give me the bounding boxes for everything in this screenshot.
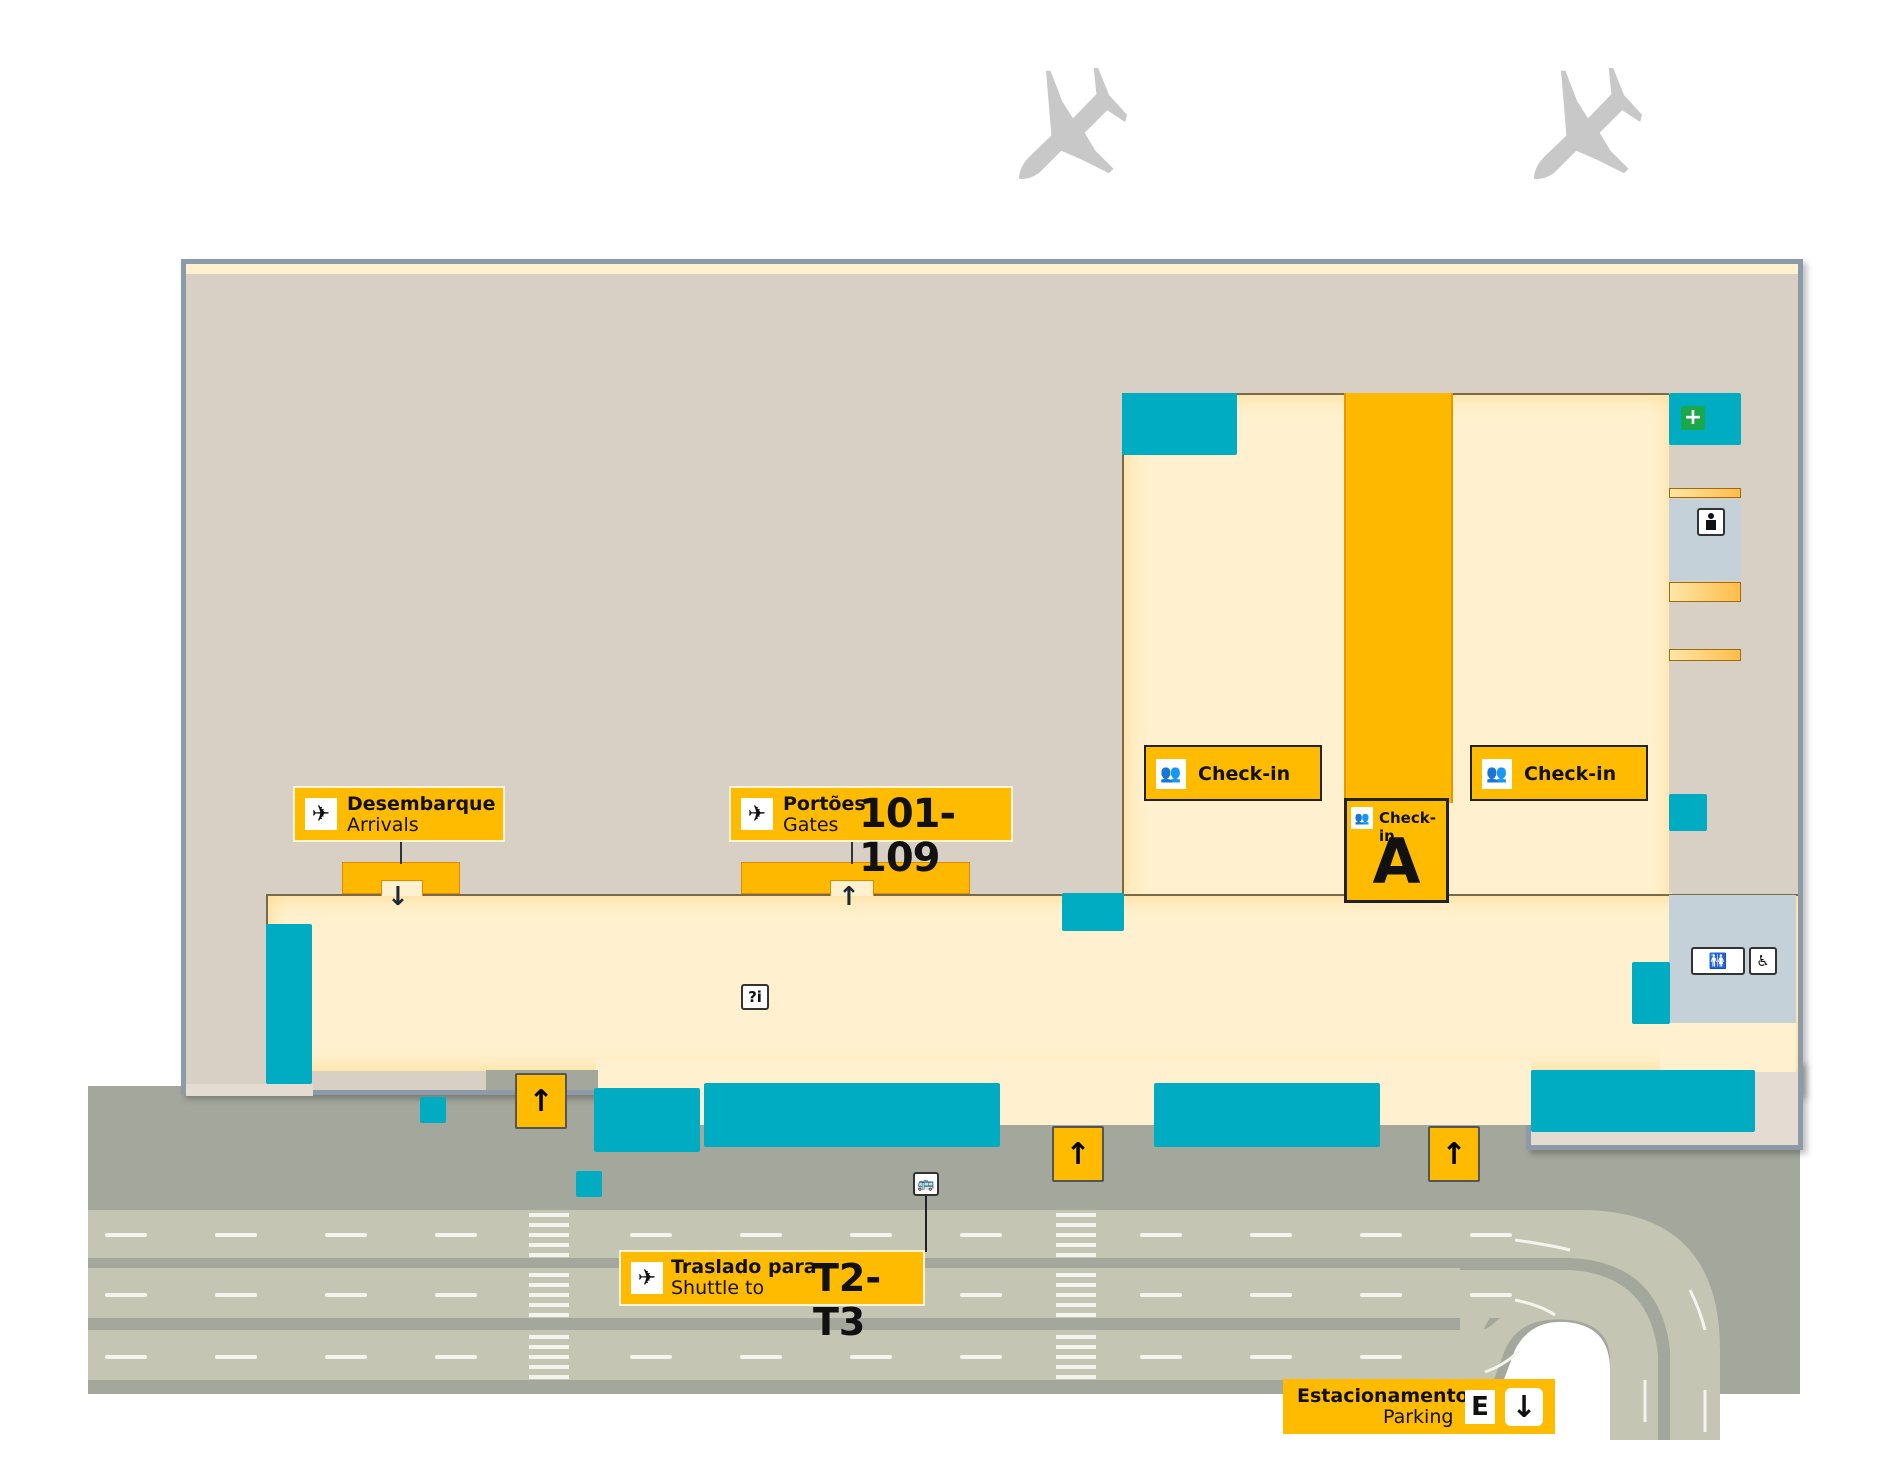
arrivals-label-en: Arrivals — [347, 814, 419, 836]
kiosk-small-1[interactable] — [420, 1097, 446, 1123]
check-in-icon: 👥 — [1482, 759, 1512, 789]
service-room-right[interactable] — [1669, 794, 1707, 831]
shuttle-sign[interactable]: ✈ Traslado para Shuttle to T2-T3 — [619, 1250, 925, 1344]
arrow-up-icon: ↑ — [528, 1083, 554, 1119]
check-in-area-label: Check-in — [1379, 809, 1436, 845]
main-concourse — [266, 894, 1798, 1071]
corridor-stub-2 — [1669, 582, 1741, 602]
restroom-icon: 🚻 — [1691, 947, 1745, 975]
airplane-icon: ✈ — [631, 1262, 663, 1294]
check-in-label: Check-in — [1524, 763, 1617, 785]
blank-area — [88, 1394, 1488, 1484]
first-aid-room[interactable]: + — [1669, 393, 1741, 445]
entrance-arrow-2[interactable]: ↑ — [1052, 1126, 1104, 1182]
entrance-arrow-1[interactable]: ↑ — [515, 1073, 567, 1129]
entrance-arrow-3[interactable]: ↑ — [1428, 1126, 1480, 1182]
bus-stop-icon[interactable]: 🚌 — [913, 1172, 939, 1196]
parking-sign[interactable]: Estacionamento Parking E ↓ — [1283, 1379, 1555, 1434]
check-in-sign-right[interactable]: 👥 Check-in — [1470, 745, 1648, 801]
service-room-top-left-wing[interactable] — [1122, 393, 1237, 455]
gates-label-en: Gates — [783, 814, 839, 836]
prayer-room[interactable] — [1669, 500, 1741, 580]
check-in-icon: 👥 — [1156, 759, 1186, 789]
arrivals-arrow-down-icon: ↓ — [387, 882, 409, 912]
check-in-island — [1344, 393, 1453, 803]
arrow-up-icon: ↑ — [1441, 1136, 1467, 1172]
shuttle-sign-pole — [925, 1196, 927, 1252]
departures-plane-icon: ✈ — [741, 798, 773, 830]
shop-4[interactable] — [1531, 1070, 1755, 1132]
shop-2[interactable] — [704, 1083, 1000, 1147]
gates-sign[interactable]: ✈ Portões Gates 101-109 — [729, 786, 1013, 880]
seated-person-icon — [1697, 508, 1725, 536]
gates-arrow-notch — [830, 880, 874, 896]
building-top-strip — [186, 264, 1798, 274]
service-room-left[interactable] — [266, 924, 312, 1084]
shuttle-destination: T2-T3 — [813, 1256, 882, 1344]
airplane-icon — [1019, 68, 1127, 180]
check-in-sign-left[interactable]: 👥 Check-in — [1144, 745, 1322, 801]
first-aid-icon: + — [1681, 406, 1705, 430]
shuttle-label-en: Shuttle to — [671, 1277, 765, 1299]
airplane-icon — [1534, 68, 1642, 180]
arrow-up-icon: ↑ — [1065, 1136, 1091, 1172]
check-in-area-a-sign[interactable]: 👥 Check-in A — [1344, 798, 1449, 903]
parking-label-pt: Estacionamento — [1297, 1385, 1469, 1407]
arrivals-plane-icon: ✈ — [305, 798, 337, 830]
corridor-stub-1 — [1669, 488, 1741, 498]
service-room-corridor-corner[interactable] — [1062, 893, 1124, 931]
arrivals-sign[interactable]: ✈ Desembarque Arrivals — [293, 786, 505, 842]
service-room-right-lower[interactable] — [1632, 962, 1670, 1024]
arrivals-arrow-notch — [381, 880, 423, 896]
gates-arrow-up-icon: ↑ — [838, 882, 860, 912]
kiosk-small-2[interactable] — [576, 1171, 602, 1197]
shop-1[interactable] — [594, 1088, 700, 1152]
parking-arrow-down-icon: ↓ — [1505, 1388, 1543, 1426]
information-desk-icon[interactable]: ?i — [741, 984, 769, 1010]
building-lower-left — [186, 1084, 313, 1096]
shop-3[interactable] — [1154, 1083, 1380, 1147]
arrivals-sign-pole — [400, 840, 402, 864]
gates-range: 101-109 — [859, 791, 956, 881]
restroom-area[interactable]: 🚻 ♿ — [1669, 895, 1796, 1023]
gates-label-pt: Portões — [783, 793, 866, 815]
check-in-label: Check-in — [1198, 763, 1291, 785]
baby-care-icon: ♿ — [1749, 947, 1777, 975]
check-in-icon: 👥 — [1351, 807, 1373, 829]
parking-letter: E — [1465, 1390, 1495, 1424]
gates-sign-pole — [851, 840, 853, 864]
parking-label-en: Parking — [1383, 1406, 1454, 1428]
check-in-area-letter: A — [1372, 825, 1421, 898]
concourse-right — [1660, 1020, 1796, 1072]
shuttle-label-pt: Traslado para — [671, 1256, 817, 1278]
corridor-stub-3 — [1669, 649, 1741, 661]
arrivals-label-pt: Desembarque — [347, 793, 496, 815]
